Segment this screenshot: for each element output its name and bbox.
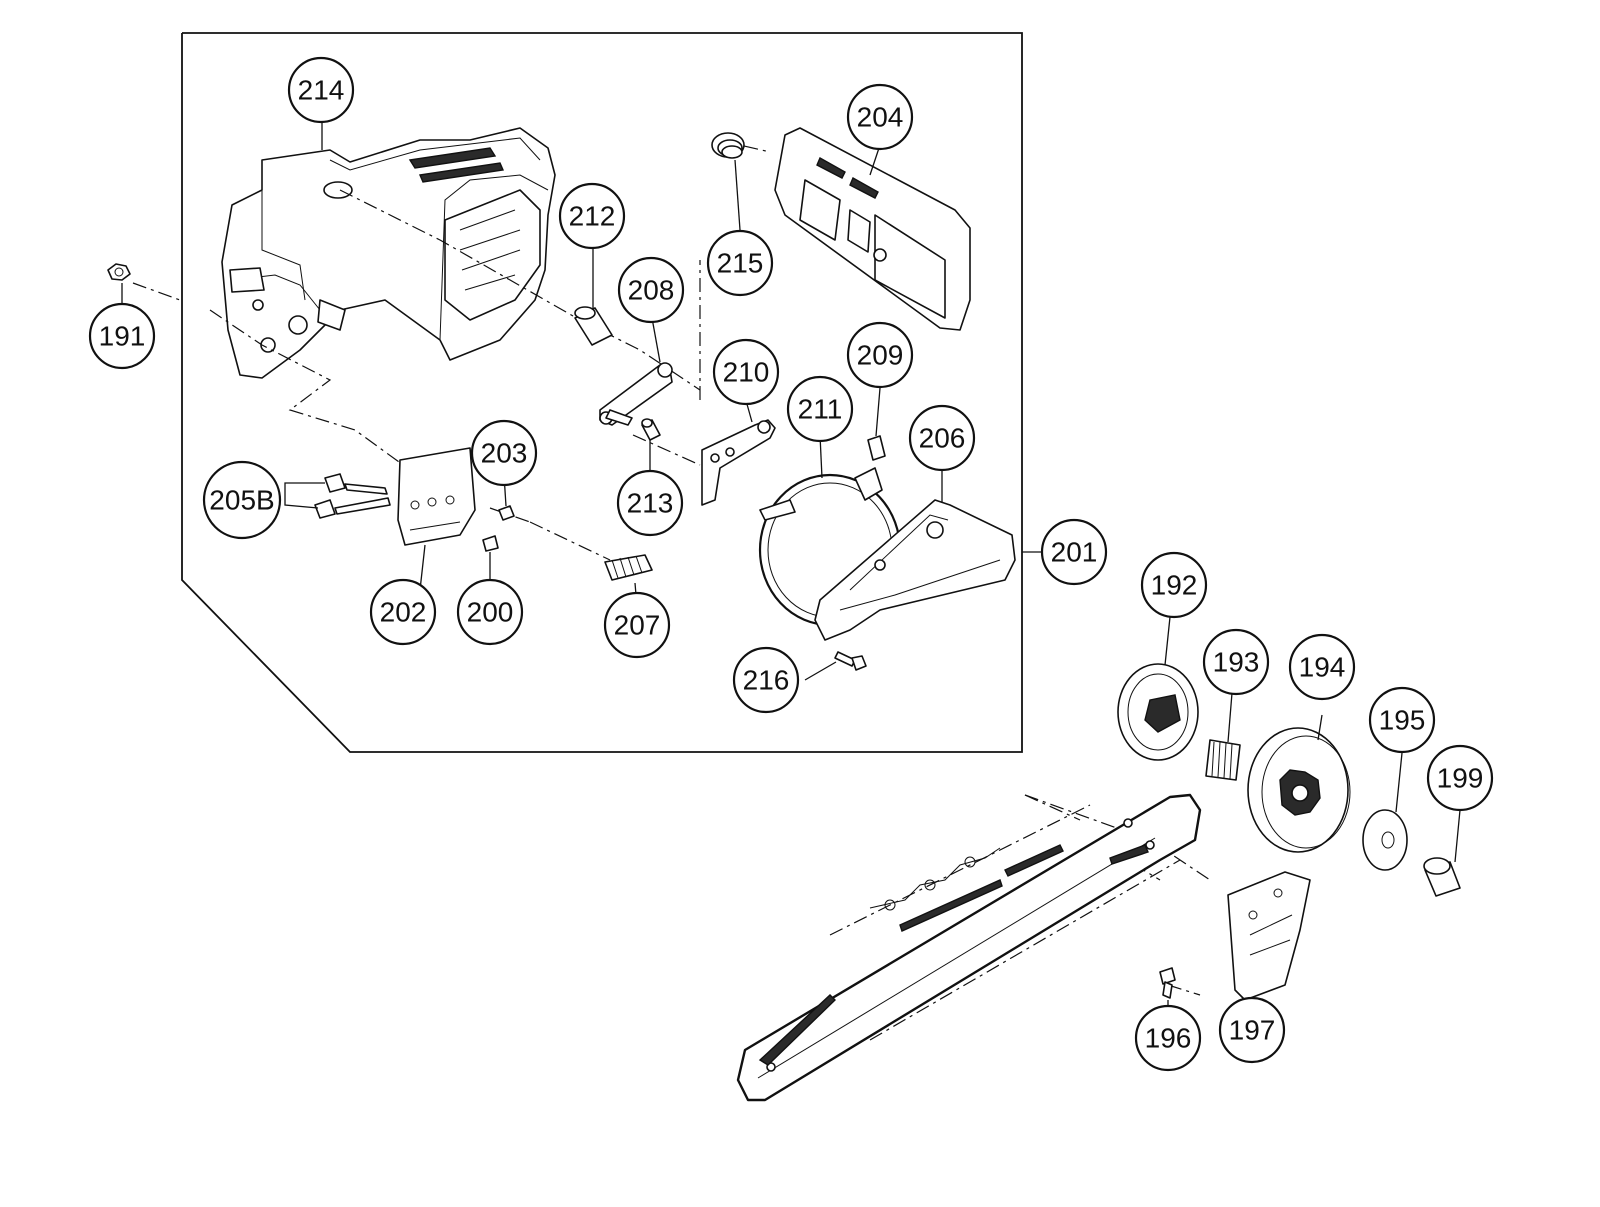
side-plate-197: [1227, 871, 1311, 1014]
lever-part: [599, 317, 673, 426]
callout-200: 200: [456, 578, 524, 646]
svg-text:193: 193: [1213, 647, 1260, 678]
adjuster-207: [604, 554, 653, 596]
callout-209: 209: [846, 321, 914, 389]
bolt-196: [1159, 967, 1176, 1015]
callout-205B: 205B: [202, 460, 282, 540]
crankcase-housing: [221, 116, 556, 379]
callout-206: 206: [908, 404, 976, 472]
callout-197: 197: [1218, 996, 1286, 1064]
callout-202: 202: [369, 578, 437, 646]
svg-text:192: 192: [1151, 570, 1198, 601]
svg-text:203: 203: [481, 438, 528, 469]
brake-lever: [701, 396, 776, 506]
washer-195: [1362, 752, 1408, 871]
callout-213: 213: [616, 469, 684, 537]
svg-text:213: 213: [627, 488, 674, 519]
callout-194: 194: [1288, 633, 1356, 701]
svg-text:214: 214: [298, 75, 345, 106]
guide-plate: [774, 127, 971, 331]
svg-text:199: 199: [1437, 763, 1484, 794]
sprocket-drum-194: [1247, 714, 1351, 853]
svg-text:204: 204: [857, 102, 904, 133]
pin-209: [867, 387, 886, 461]
svg-text:207: 207: [614, 610, 661, 641]
svg-text:210: 210: [723, 357, 770, 388]
cap-199: [1423, 809, 1461, 897]
bolt-216: [804, 651, 867, 681]
callout-211: 211: [786, 375, 854, 443]
callout-203: 203: [470, 419, 538, 487]
callout-193: 193: [1202, 628, 1270, 696]
callout-191: 191: [88, 302, 156, 370]
svg-text:206: 206: [919, 423, 966, 454]
callout-196: 196: [1134, 1004, 1202, 1072]
svg-text:205B: 205B: [209, 485, 274, 516]
assembly-frame: [181, 32, 1042, 753]
svg-text:200: 200: [467, 597, 514, 628]
callout-216: 216: [732, 646, 800, 714]
svg-text:211: 211: [798, 394, 843, 425]
brake-cover: [814, 470, 1016, 641]
callout-204: 204: [846, 83, 914, 151]
spring-part: [711, 132, 745, 231]
screw-200: [482, 535, 499, 580]
svg-text:209: 209: [857, 340, 904, 371]
svg-text:202: 202: [380, 597, 427, 628]
svg-text:196: 196: [1145, 1023, 1192, 1054]
side-plate: [397, 447, 476, 591]
callout-212: 212: [558, 182, 626, 250]
callout-207: 207: [603, 591, 671, 659]
bearing-193: [1205, 692, 1241, 781]
svg-text:215: 215: [717, 248, 764, 279]
pin-part: [641, 418, 661, 470]
bushing-part: [574, 243, 613, 346]
svg-text:212: 212: [569, 201, 616, 232]
svg-text:194: 194: [1299, 652, 1346, 683]
svg-text:195: 195: [1379, 705, 1426, 736]
svg-text:201: 201: [1051, 537, 1098, 568]
callout-192: 192: [1140, 551, 1208, 619]
callout-201: 201: [1040, 518, 1108, 586]
callout-195: 195: [1368, 686, 1436, 754]
svg-text:216: 216: [743, 665, 790, 696]
callouts: 214 212 208 215 204 191 210 211 209 206 …: [88, 56, 1494, 1072]
callout-215: 215: [706, 229, 774, 297]
callout-208: 208: [617, 256, 685, 324]
guide-bar: [736, 793, 1202, 1102]
callout-214: 214: [287, 56, 355, 124]
bolts-205B: [284, 473, 391, 519]
callout-210: 210: [712, 338, 780, 406]
clutch-192: [1117, 616, 1199, 761]
svg-text:191: 191: [99, 321, 146, 352]
svg-text:197: 197: [1229, 1015, 1276, 1046]
callout-199: 199: [1426, 744, 1494, 812]
svg-text:208: 208: [628, 275, 675, 306]
